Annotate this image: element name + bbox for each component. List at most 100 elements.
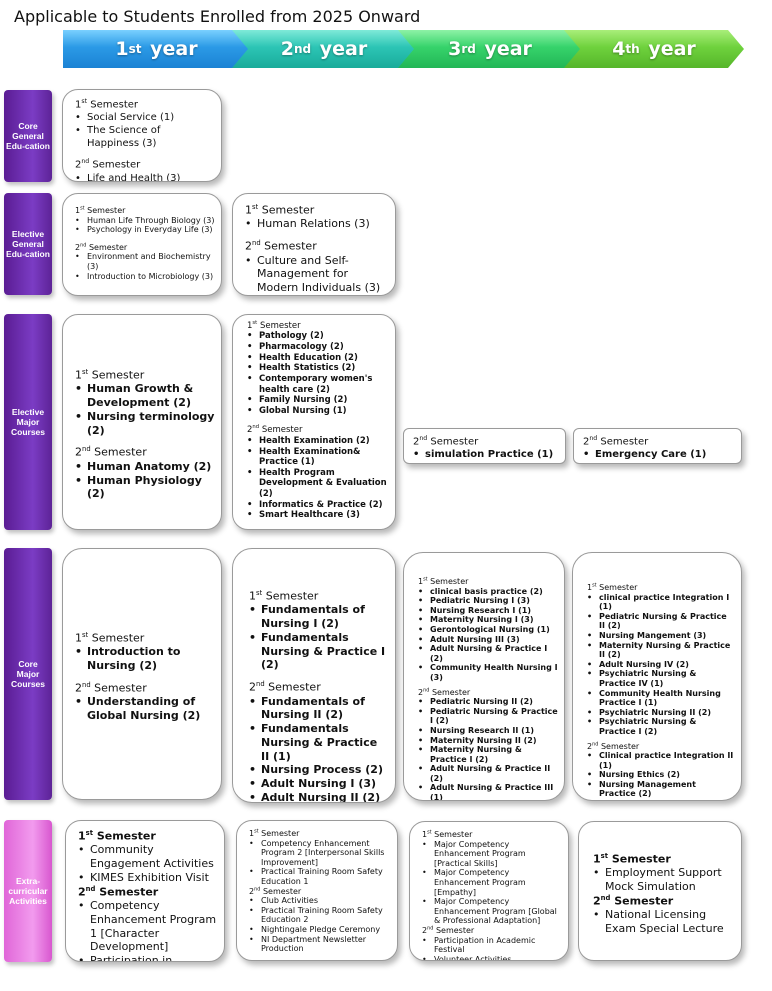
semester-label: 2nd Semester [413,435,479,448]
course-item: Pediatric Nursing II (2) [418,697,558,707]
semester-label: 1st Semester [75,631,145,645]
core-major-y2-box: 1st Semester Fundamentals of Nursing I (… [232,548,396,803]
course-list: Human Anatomy (2)Human Physiology (2) [75,460,215,501]
course-item: Understanding of Global Nursing (2) [75,695,215,723]
extra-y1-box: 1st Semester Community Engagement Activi… [65,820,225,962]
semester-label: 1st Semester [247,320,301,331]
course-item: clinical practice Integration I (1) [587,593,735,612]
course-list: Introduction to Nursing (2) [75,645,215,673]
course-item: Human Growth & Development (2) [75,382,215,410]
semester-label: 2nd Semester [249,885,302,896]
elective-major-y3-box: 2nd Semester simulation Practice (1) [403,428,566,464]
semester-label: 2nd Semester [418,686,471,697]
course-item: Clinical practice Integration II (1) [587,751,735,770]
semester-label: 2nd Semester [583,435,649,448]
course-item: Human Life Through Biology (3) [75,216,215,226]
course-item: Nursing Research I (1) [418,606,558,616]
course-item: Psychiatric Nursing & Practice IV (1) [587,669,735,688]
course-list: Fundamentals of Nursing I (2)Fundamental… [249,603,389,672]
core-general-y1-box: 1st Semester Social Service (1)The Scien… [62,89,222,182]
course-list: Fundamentals of Nursing II (2)Fundamenta… [249,695,389,802]
semester-label: 2nd Semester [75,158,141,171]
semester-label: 2nd Semester [587,740,640,751]
extra-y3-box: 1st Semester Major Competency Enhancemen… [409,821,569,961]
course-item: Adult Nursing IV (2) [587,660,735,670]
course-item: Health Education (2) [247,353,389,364]
course-item: Family Nursing (2) [247,395,389,406]
course-item: Participation in Homecoming Event [78,954,218,961]
elective-major-y2-box: 1st Semester Pathology (2)Pharmacology (… [232,314,396,530]
course-item: Major Competency Enhancement Program [Em… [422,868,562,897]
course-item: Introduction to Nursing (2) [75,645,215,673]
course-item: Contemporary women's health care (2) [247,374,389,395]
course-list: Environment and Biochemistry (3)Introduc… [75,252,215,281]
course-item: Employment Support Mock Simulation [593,866,735,894]
course-item: Nursing Management Practice (2) [587,780,735,799]
course-item: Adult Nursing & Practice III (1) [418,783,558,800]
course-item: Competency Enhancement Program 1 [Charac… [78,899,218,954]
core-major-y1-box: 1st Semester Introduction to Nursing (2)… [62,548,222,800]
course-item: Psychiatric Nursing II (2) [587,708,735,718]
course-list: Competency Enhancement Program 1 [Charac… [78,899,218,961]
course-item: Human Anatomy (2) [75,460,215,474]
course-item: Fundamentals Nursing & Practice I (2) [249,631,389,672]
semester-label: 2nd Semester [245,239,317,253]
course-item: Competency Enhancement Program 2 [Interp… [249,839,391,868]
semester-label: 2nd Semester [247,424,303,436]
course-item: Volunteer Activities [422,955,562,960]
course-item: Nursing Mangement (3) [587,631,735,641]
course-item: Environment and Biochemistry (3) [75,252,215,271]
course-item: Human Relations (3) [245,217,389,231]
course-list: clinical practice Integration I (1)Pedia… [587,593,735,737]
course-item: Life and Health (3) [75,172,215,181]
course-item: Health Examination& Practice (1) [247,447,389,468]
course-item: Pathology (2) [247,331,389,342]
course-item: Adult Nursing & Practice II (2) [418,764,558,783]
semester-label: 1st Semester [245,203,315,217]
course-list: Culture and Self-Management for Modern I… [245,254,389,295]
semester-label: 2nd Semester [75,680,147,695]
course-list: Human Growth & Development (2)Nursing te… [75,382,215,437]
course-item: Social Service (1) [75,111,215,124]
course-list: Competency Enhancement Program 2 [Interp… [249,839,391,887]
course-item: Community Health Nursing I (3) [418,663,558,682]
course-item: clinical basis practice (2) [418,587,558,597]
semester-label: 2nd Semester [593,893,674,908]
course-list: clinical basis practice (2)Pediatric Nur… [418,587,558,683]
course-list: Pathology (2)Pharmacology (2)Health Educ… [247,331,389,416]
course-item: Nursing Research II (1) [418,726,558,736]
course-item: Adult Nursing I (3) [249,777,389,791]
course-item: Health Examination (2) [247,436,389,447]
category-extracurricular: Extra-curricular Activities [4,820,52,962]
course-item: Gerontological Nursing (1) [418,625,558,635]
course-list: Health Examination (2)Health Examination… [247,436,389,521]
course-item: Maternity Nursing & Practice I (2) [418,745,558,764]
course-item: Nursing Ethics (2) [587,770,735,780]
course-item: Pharmacology (2) [247,342,389,353]
course-item: Psychiatric Nursing & Practice I (2) [587,717,735,736]
course-item: Pediatric Nursing & Practice II (2) [587,612,735,631]
core-major-y4-box: 1st Semester clinical practice Integrati… [572,552,742,801]
course-item: Major Competency Enhancement Program [Pr… [422,840,562,869]
elective-general-y1-box: 1st Semester Human Life Through Biology … [62,193,222,296]
elective-general-y2-box: 1st Semester Human Relations (3) 2nd Sem… [232,193,396,296]
semester-label: 1st Semester [249,828,300,838]
course-list: simulation Practice (1) [413,448,559,461]
course-list: Club ActivitiesPractical Training Room S… [249,896,391,954]
course-item: Introduction to Microbiology (3) [75,272,215,282]
course-item: Smart Healthcare (3) [247,510,389,521]
course-list: Human Life Through Biology (3)Psychology… [75,216,215,235]
category-core-general: Core General Edu-cation [4,90,52,182]
course-list: Social Service (1)The Science of Happine… [75,111,215,150]
course-item: simulation Practice (1) [413,448,559,461]
course-item: Adult Nursing & Practice I (2) [418,644,558,663]
category-core-major: Core Major Courses [4,548,52,800]
course-list: Emergency Care (1) [583,448,735,461]
core-major-y3-box: 1st Semester clinical basis practice (2)… [403,552,565,801]
page-title: Applicable to Students Enrolled from 202… [14,7,421,26]
course-item: Community Health Nursing Practice I (1) [587,689,735,708]
semester-label: 1st Semester [78,829,156,843]
course-item: Maternity Nursing I (3) [418,615,558,625]
